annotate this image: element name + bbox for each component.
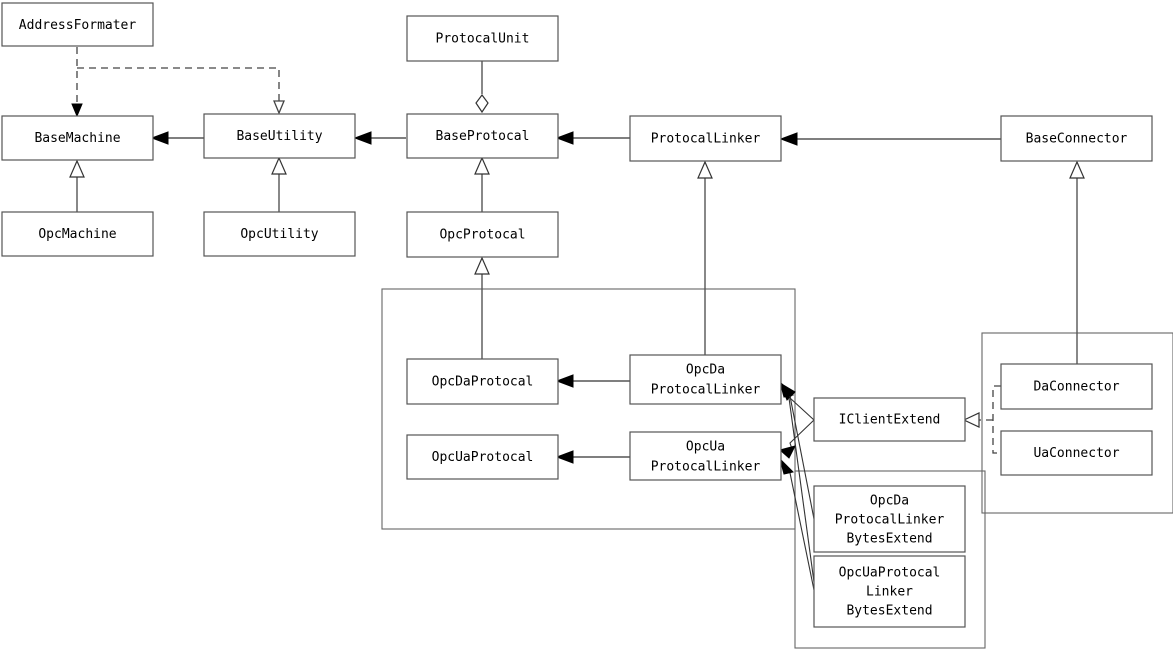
node-label-address-formater: AddressFormater: [19, 18, 137, 33]
node-label-opc-protocal: OpcProtocal: [439, 228, 525, 243]
edge-bytesextend-da-opcdaprotocallinker: [788, 390, 815, 520]
node-label-base-protocal: BaseProtocal: [436, 129, 530, 144]
node-opc-da-protocal[interactable]: OpcDaProtocal: [406, 358, 559, 405]
node-box-base-connector[interactable]: [1000, 115, 1153, 162]
node-da-connector[interactable]: DaConnector: [1000, 363, 1153, 410]
arrowhead-open-addressformater-basemachine: [71, 103, 83, 118]
node-opc-machine[interactable]: OpcMachine: [1, 211, 154, 257]
node-opc-ua-protocal-linker[interactable]: OpcUa ProtocalLinker: [629, 431, 782, 481]
arrowhead-bytesextend-ua-opcuaprotocallinker: [779, 457, 794, 475]
node-ua-connector[interactable]: UaConnector: [1000, 430, 1153, 476]
node-box-ua-connector[interactable]: [1000, 430, 1153, 476]
group-box-protocal-package: [381, 288, 796, 530]
node-box-opc-da-protocal-linker-bytes-extend[interactable]: [813, 485, 966, 553]
node-box-address-formater[interactable]: [1, 2, 154, 47]
arrowhead-hollow-connectors-iclientextend: [962, 412, 980, 428]
node-address-formater[interactable]: AddressFormater: [1, 2, 154, 47]
node-base-utility[interactable]: BaseUtility: [203, 113, 356, 159]
node-box-opc-machine[interactable]: [1, 211, 154, 257]
node-box-base-protocal[interactable]: [406, 113, 559, 159]
node-label-protocal-unit: ProtocalUnit: [436, 32, 530, 47]
node-box-opc-ua-protocal-linker-bytes-extend[interactable]: [813, 555, 966, 628]
arrowhead-hollow-opcutility-baseutility: [271, 156, 287, 175]
node-protocal-linker[interactable]: ProtocalLinker: [629, 115, 782, 162]
node-box-base-machine[interactable]: [1, 115, 154, 161]
edge-connectors-iclientextend-bracket: [992, 385, 1001, 454]
arrowhead-hollow-opcmachine-basemachine: [69, 159, 85, 178]
arrowhead-opcdaprotocallinker-opcdaprotocal: [555, 374, 574, 388]
node-label-opc-da-protocal: OpcDaProtocal: [432, 375, 534, 390]
node-label-opc-machine: OpcMachine: [38, 227, 116, 242]
node-box-opc-da-protocal-linker[interactable]: [629, 354, 782, 405]
node-label-opc-ua-protocal-linker-line2: ProtocalLinker: [651, 460, 761, 475]
node-label-base-connector: BaseConnector: [1026, 132, 1128, 147]
node-label-opc-da-protocal-linker-line1: OpcDa: [686, 363, 725, 378]
edge-bytesextend-ua-opcdaprotocallinker: [788, 397, 815, 583]
node-box-opc-ua-protocal-linker[interactable]: [629, 431, 782, 481]
node-label-opc-ua-bytes-extend-line1: OpcUaProtocal: [839, 566, 941, 581]
arrowhead-hollow-opcdaprotocallinker-protocallinker: [697, 160, 713, 179]
node-label-opc-da-bytes-extend-line1: OpcDa: [870, 494, 909, 509]
node-protocal-unit[interactable]: ProtocalUnit: [406, 15, 559, 62]
arrowhead-baseprotocal-baseutility: [353, 131, 372, 145]
node-label-base-utility: BaseUtility: [236, 129, 322, 144]
node-label-opc-da-protocal-linker-line2: ProtocalLinker: [651, 383, 761, 398]
edge-addressformater-baseutility: [77, 67, 280, 105]
node-label-opc-utility: OpcUtility: [240, 227, 318, 242]
node-iclient-extend[interactable]: IClientExtend: [813, 397, 966, 442]
node-opc-da-protocal-linker[interactable]: OpcDa ProtocalLinker: [629, 354, 782, 405]
node-label-opc-da-bytes-extend-line2: ProtocalLinker: [835, 513, 945, 528]
node-label-opc-ua-protocal: OpcUaProtocal: [432, 450, 534, 465]
arrowhead-opcuaprotocallinker-opcuaprotocal: [555, 450, 574, 464]
node-box-base-utility[interactable]: [203, 113, 356, 159]
node-base-protocal[interactable]: BaseProtocal: [406, 113, 559, 159]
arrowhead-hollow-opcprotocal-baseprotocal: [474, 156, 490, 175]
node-opc-ua-protocal[interactable]: OpcUaProtocal: [406, 434, 559, 480]
node-box-opc-ua-protocal[interactable]: [406, 434, 559, 480]
node-box-protocal-unit[interactable]: [406, 15, 559, 62]
node-label-opc-ua-bytes-extend-line3: BytesExtend: [846, 604, 932, 619]
arrowhead-hollow-opcdaprotocal-opcprotocal: [474, 256, 490, 275]
node-box-da-connector[interactable]: [1000, 363, 1153, 410]
node-box-opc-da-protocal[interactable]: [406, 358, 559, 405]
arrowhead-baseutility-basemachine: [150, 131, 169, 145]
node-label-da-connector: DaConnector: [1033, 380, 1119, 395]
arrowhead-open-addressformater-baseutility: [273, 100, 285, 115]
node-box-opc-utility[interactable]: [203, 211, 356, 257]
node-opc-da-protocal-linker-bytes-extend[interactable]: OpcDa ProtocalLinker BytesExtend: [813, 485, 966, 553]
node-label-opc-ua-protocal-linker-line1: OpcUa: [686, 440, 725, 455]
arrowhead-iclientextend-opcuaprotocallinker: [778, 445, 796, 459]
arrowhead-baseconnector-protocallinker: [779, 132, 798, 146]
arrowhead-hollow-daconnector-baseconnector: [1069, 160, 1085, 179]
node-base-connector[interactable]: BaseConnector: [1000, 115, 1153, 162]
node-label-opc-ua-bytes-extend-line2: Linker: [866, 585, 913, 600]
node-box-opc-protocal[interactable]: [406, 211, 559, 258]
node-label-iclient-extend: IClientExtend: [839, 413, 941, 428]
diamond-protocalunit-baseprotocal: [475, 94, 489, 114]
node-base-machine[interactable]: BaseMachine: [1, 115, 154, 161]
node-box-protocal-linker[interactable]: [629, 115, 782, 162]
group-box-bytes-extend-package: [794, 470, 986, 649]
arrowhead-protocallinker-baseprotocal: [555, 131, 574, 145]
edge-bytesextend-ua-opcuaprotocallinker: [788, 467, 815, 591]
node-opc-ua-protocal-linker-bytes-extend[interactable]: OpcUaProtocal Linker BytesExtend: [813, 555, 966, 628]
node-opc-protocal[interactable]: OpcProtocal: [406, 211, 559, 258]
node-label-ua-connector: UaConnector: [1033, 446, 1119, 461]
node-label-base-machine: BaseMachine: [34, 131, 120, 146]
arrowhead-bytesextend-da-opcdaprotocallinker: [779, 380, 794, 398]
node-label-opc-da-bytes-extend-line3: BytesExtend: [846, 532, 932, 547]
node-opc-utility[interactable]: OpcUtility: [203, 211, 356, 257]
node-label-protocal-linker: ProtocalLinker: [651, 132, 761, 147]
node-box-iclient-extend[interactable]: [813, 397, 966, 442]
